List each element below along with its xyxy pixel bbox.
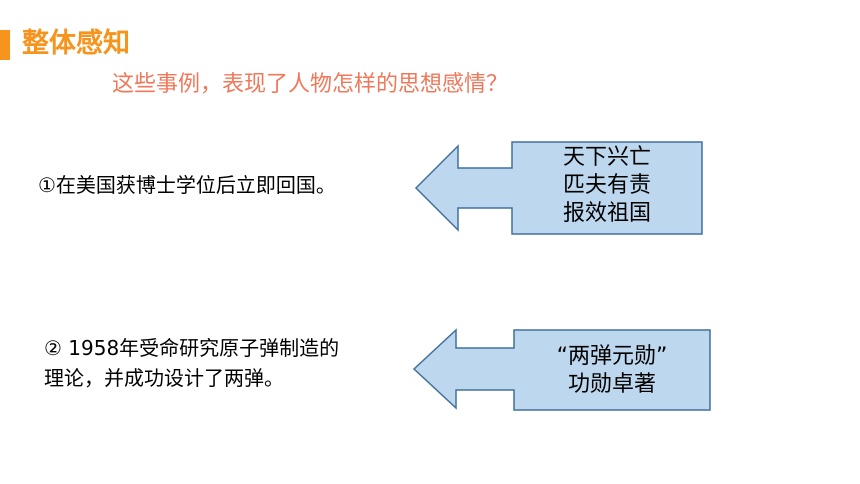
example-1-callout-line-1: 天下兴亡 <box>562 145 651 170</box>
example-1-line-1: ①在美国获博士学位后立即回国。 <box>38 173 336 197</box>
page-title: 整体感知 <box>22 28 130 59</box>
example-2-arrow-callout <box>412 328 711 411</box>
example-2-callout-line-1: “两弹元勋” <box>556 344 668 369</box>
example-1-text: ①在美国获博士学位后立即回国。 <box>38 170 336 200</box>
title-accent-bar <box>0 30 10 60</box>
example-2-line-1: ② 1958年受命研究原子弹制造的 <box>44 336 340 360</box>
question-text: 这些事例，表现了人物怎样的思想感情？ <box>112 72 509 97</box>
example-1-callout-line-3: 报效祖国 <box>562 201 651 226</box>
example-1-arrow-callout <box>414 141 703 235</box>
example-2-callout-text: “两弹元勋” 功勋卓著 <box>514 343 710 399</box>
example-2-text: ② 1958年受命研究原子弹制造的 理论，并成功设计了两弹。 <box>44 333 424 393</box>
example-2-line-2: 理论，并成功设计了两弹。 <box>44 366 284 390</box>
example-1-callout-line-2: 匹夫有责 <box>562 173 651 198</box>
example-1-callout-text: 天下兴亡 匹夫有责 报效祖国 <box>512 144 702 228</box>
example-2-callout-line-2: 功勋卓著 <box>567 372 656 397</box>
